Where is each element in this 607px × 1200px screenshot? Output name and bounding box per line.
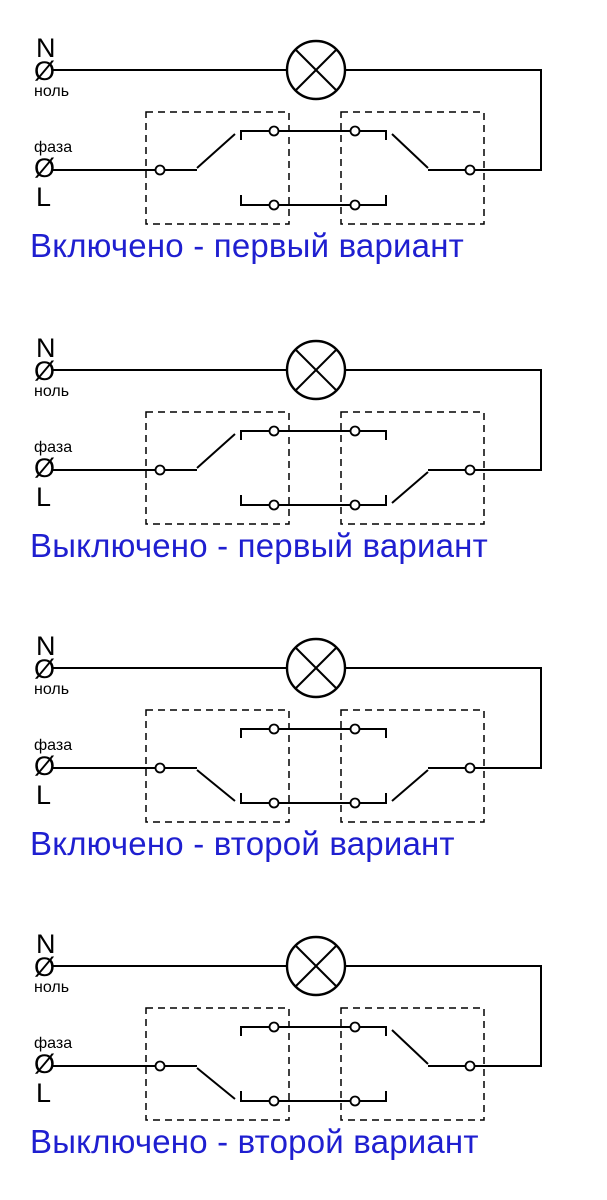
phase-label: L	[36, 482, 51, 512]
right-switch-blade	[391, 133, 429, 169]
diagram-caption: Выключено - второй вариант	[30, 1123, 479, 1160]
left-switch-blade	[196, 433, 236, 469]
lamp-cross-b	[295, 49, 337, 91]
switch-right-housing	[340, 111, 485, 225]
left-bottom-contact	[268, 199, 280, 211]
left-bottom-contact	[268, 1095, 280, 1107]
traveler-top-wire	[240, 728, 387, 738]
traveler-bottom-wire	[240, 495, 387, 506]
phase-terminal-icon: Ø	[34, 153, 55, 183]
switch-right-housing	[340, 709, 485, 823]
neutral-word-label: ноль	[34, 979, 69, 996]
left-top-contact	[268, 425, 280, 437]
traveler-bottom-wire	[240, 1091, 387, 1102]
phase-word-label: фаза	[34, 439, 72, 456]
phase-word-label: фаза	[34, 737, 72, 754]
left-switch-blade	[196, 133, 236, 169]
right-bottom-contact	[349, 1095, 361, 1107]
right-common-contact	[464, 164, 476, 176]
neutral-word-label: ноль	[34, 83, 69, 100]
left-common-contact	[154, 464, 166, 476]
left-bottom-contact	[268, 797, 280, 809]
return-wire	[346, 667, 542, 769]
phase-terminal-icon: Ø	[34, 751, 55, 781]
right-switch-blade	[391, 769, 429, 802]
traveler-top-wire	[240, 130, 387, 140]
return-wire	[346, 69, 542, 171]
neutral-label: N	[36, 33, 56, 63]
right-top-contact	[349, 1021, 361, 1033]
left-switch-blade	[196, 1067, 236, 1100]
traveler-top-wire	[240, 1026, 387, 1036]
left-top-contact	[268, 125, 280, 137]
traveler-bottom-wire	[240, 793, 387, 804]
phase-terminal-icon: Ø	[34, 1049, 55, 1079]
neutral-label: N	[36, 929, 56, 959]
left-common-contact	[154, 164, 166, 176]
switch-right-housing	[340, 1007, 485, 1121]
lamp-cross-b	[295, 647, 337, 689]
return-wire	[346, 965, 542, 1067]
neutral-terminal-icon: Ø	[34, 952, 55, 982]
diagram-caption: Включено - первый вариант	[30, 227, 464, 264]
phase-label: L	[36, 182, 51, 212]
switch-left-housing	[145, 411, 290, 525]
right-top-contact	[349, 425, 361, 437]
phase-label: L	[36, 780, 51, 810]
right-common-contact	[464, 762, 476, 774]
right-common-contact	[464, 1060, 476, 1072]
phase-terminal-icon: Ø	[34, 453, 55, 483]
switch-left-housing	[145, 709, 290, 823]
left-top-contact	[268, 723, 280, 735]
phase-label: L	[36, 1078, 51, 1108]
left-bottom-contact	[268, 499, 280, 511]
right-top-contact	[349, 723, 361, 735]
traveler-bottom-wire	[240, 195, 387, 206]
diagram-caption: Включено - второй вариант	[30, 825, 455, 862]
traveler-top-wire	[240, 430, 387, 440]
right-top-contact	[349, 125, 361, 137]
left-common-contact	[154, 1060, 166, 1072]
neutral-word-label: ноль	[34, 681, 69, 698]
left-common-contact	[154, 762, 166, 774]
neutral-terminal-icon: Ø	[34, 356, 55, 386]
neutral-label: N	[36, 333, 56, 363]
right-bottom-contact	[349, 797, 361, 809]
neutral-terminal-icon: Ø	[34, 56, 55, 86]
phase-word-label: фаза	[34, 139, 72, 156]
switch-left-housing	[145, 1007, 290, 1121]
return-wire	[346, 369, 542, 471]
diagram-caption: Выключено - первый вариант	[30, 527, 488, 564]
neutral-terminal-icon: Ø	[34, 654, 55, 684]
lamp-cross-b	[295, 349, 337, 391]
right-bottom-contact	[349, 199, 361, 211]
right-switch-blade	[391, 1029, 429, 1065]
left-switch-blade	[196, 769, 236, 802]
right-common-contact	[464, 464, 476, 476]
phase-word-label: фаза	[34, 1035, 72, 1052]
switch-right-housing	[340, 411, 485, 525]
right-bottom-contact	[349, 499, 361, 511]
left-top-contact	[268, 1021, 280, 1033]
neutral-word-label: ноль	[34, 383, 69, 400]
switch-left-housing	[145, 111, 290, 225]
neutral-label: N	[36, 631, 56, 661]
lamp-cross-b	[295, 945, 337, 987]
right-switch-blade	[391, 471, 429, 504]
